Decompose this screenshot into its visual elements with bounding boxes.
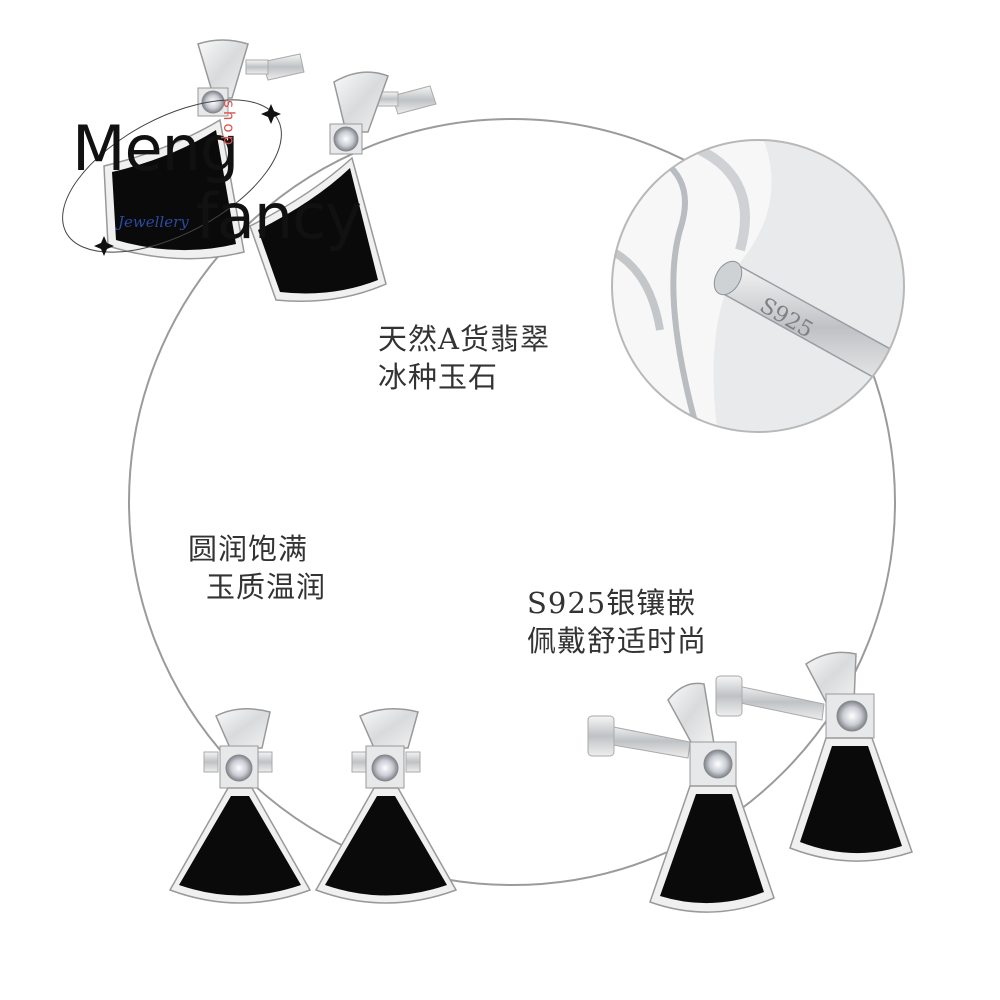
caption-round: 圆润饱满 玉质温润 [188, 530, 326, 606]
caption-silver-line1: S925银镶嵌 [527, 586, 697, 620]
earring-bottom-right-1 [587, 682, 775, 913]
sparkle-icon [94, 236, 114, 256]
earring-bottom-left-1 [168, 708, 312, 904]
earring-top-left-1 [103, 39, 305, 260]
caption-round-line1: 圆润饱满 [188, 532, 309, 566]
sparkle-icon [261, 104, 281, 124]
earring-top-left-2 [249, 71, 437, 303]
zoom-detail: S925 [612, 140, 904, 432]
caption-jade-line1: 天然A货翡翠 [378, 322, 550, 356]
background-circle [128, 118, 896, 886]
caption-jade-line2: 冰种玉石 [378, 360, 499, 394]
earring-bottom-right-2 [715, 651, 913, 862]
logo-jewellery: Jewellery [118, 213, 189, 231]
caption-silver-line2: 佩戴舒适时尚 [527, 624, 708, 658]
caption-jade: 天然A货翡翠 冰种玉石 [378, 320, 550, 396]
logo-swoosh [62, 99, 282, 253]
caption-round-line2: 玉质温润 [206, 570, 327, 604]
earring-bottom-left-2 [314, 708, 458, 904]
caption-silver: S925银镶嵌 佩戴舒适时尚 [527, 584, 707, 660]
logo-fancy: fancy [196, 180, 362, 253]
logo-meng: Meng [72, 112, 239, 185]
logo-shop: shop [220, 100, 238, 149]
zoom-circle-outline [611, 139, 905, 433]
